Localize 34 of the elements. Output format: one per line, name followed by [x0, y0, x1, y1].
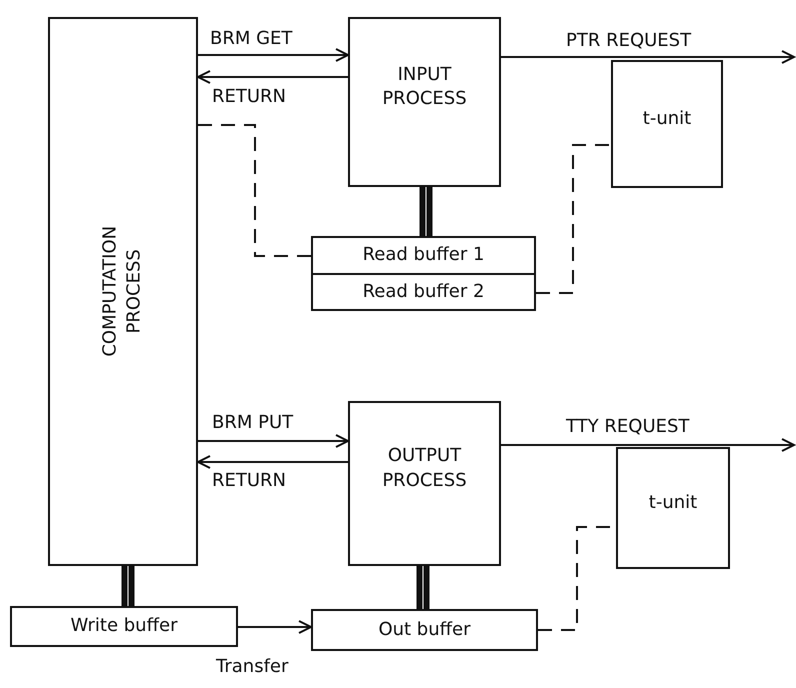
edge-label: TTY REQUEST: [566, 416, 690, 437]
edge-label: PTR REQUEST: [566, 30, 692, 51]
process-box: [48, 17, 198, 566]
edge-label: BRM GET: [210, 28, 292, 49]
buffer-box: [311, 273, 536, 311]
process-box: [348, 17, 501, 187]
node-label: Out buffer: [378, 618, 471, 642]
node-label: t-unit: [642, 106, 692, 131]
unit-box: [616, 447, 730, 569]
arrow: [197, 455, 348, 469]
buffer-box: [311, 609, 538, 651]
node-label: Read buffer 2: [362, 280, 484, 304]
edge-label: RETURN: [212, 470, 286, 491]
node-label: Write buffer: [70, 614, 178, 638]
edge-label: RETURN: [212, 86, 286, 107]
arrow: [198, 48, 349, 62]
edge-label: BRM PUT: [212, 412, 294, 433]
node-label: Read buffer 1: [362, 243, 484, 268]
process-box: [348, 401, 501, 566]
node-label: COMPUTATION PROCESS: [98, 225, 146, 359]
edge-label: Transfer: [216, 656, 288, 677]
buffer-box: [10, 606, 238, 647]
node-label: t-unit: [648, 490, 698, 515]
node-label: INPUT PROCESS: [381, 62, 468, 111]
arrow: [198, 434, 349, 448]
arrow: [197, 70, 348, 84]
arrow: [501, 438, 795, 452]
dashed-connector: [536, 144, 611, 294]
unit-box: [611, 60, 723, 188]
node-label: OUTPUT PROCESS: [381, 444, 468, 492]
arrow: [501, 50, 795, 64]
arrow: [238, 620, 312, 634]
dashed-connector: [198, 124, 311, 257]
buffer-box: [311, 236, 536, 275]
